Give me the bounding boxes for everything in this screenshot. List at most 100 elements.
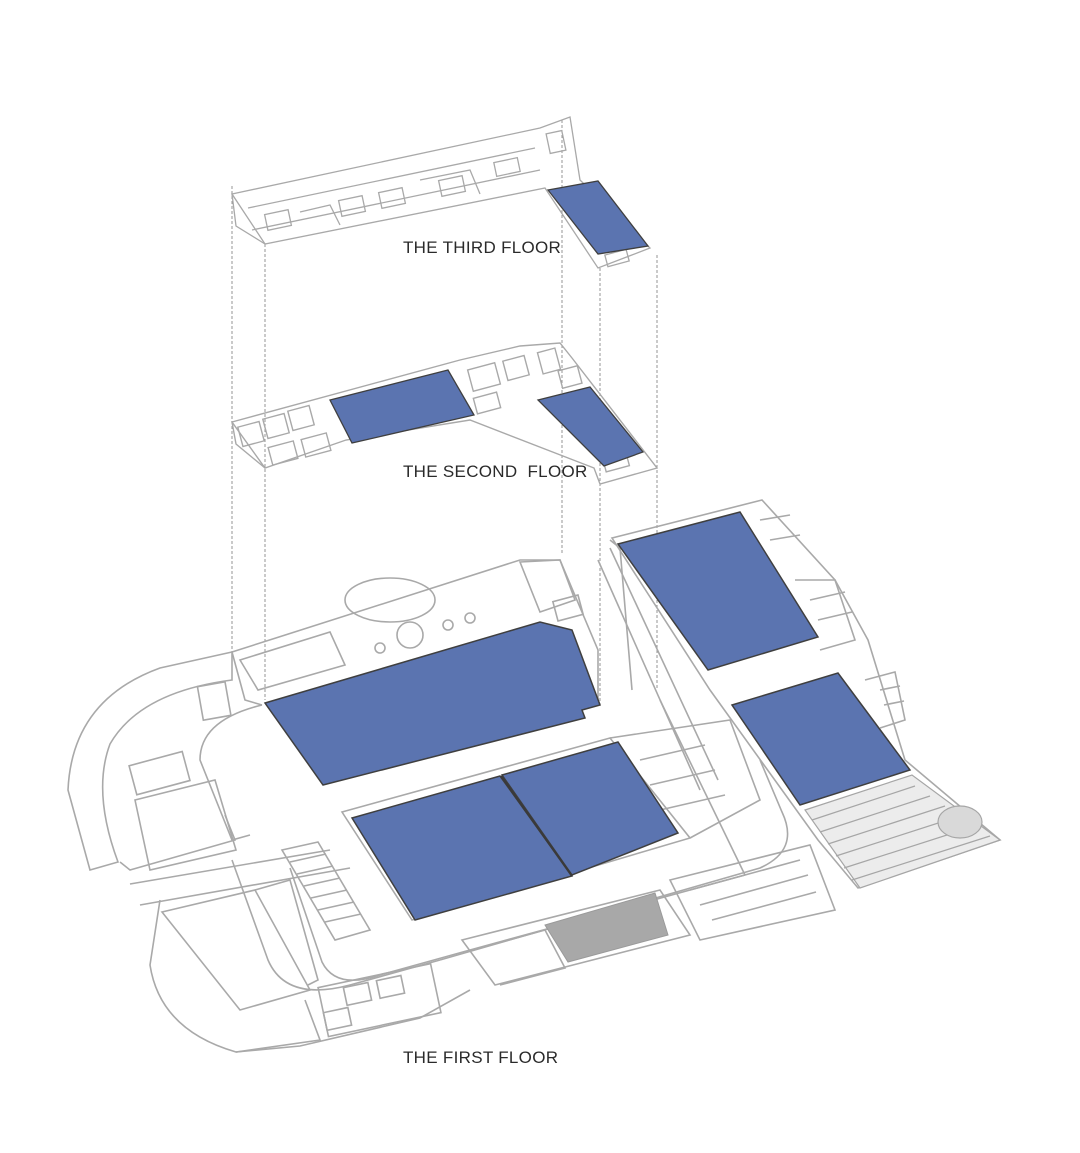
room xyxy=(437,174,467,198)
parking-stripes xyxy=(289,853,327,863)
highlight-zone xyxy=(730,672,912,806)
plan-block xyxy=(128,750,191,796)
second-floor-label: THE SECOND FLOOR xyxy=(403,462,588,481)
plan-block xyxy=(342,981,373,1007)
plan-block xyxy=(610,499,1002,889)
wall xyxy=(231,193,266,245)
room xyxy=(263,208,293,232)
road-edge xyxy=(129,849,331,885)
plan-block xyxy=(551,593,585,623)
plan-block xyxy=(649,769,716,786)
highlight-zone xyxy=(263,621,601,786)
road-edge xyxy=(597,559,701,791)
road-edge xyxy=(609,547,719,781)
second-floor-highlights xyxy=(329,369,645,467)
plan-block xyxy=(795,579,857,651)
hatch-line xyxy=(811,785,916,821)
plan-block xyxy=(317,962,442,1038)
ring-road xyxy=(199,704,263,841)
plan-block xyxy=(883,700,905,706)
plan-block xyxy=(809,591,846,601)
plan-block xyxy=(659,794,726,811)
room xyxy=(286,404,316,432)
room xyxy=(536,347,562,375)
highlight-dividers xyxy=(500,775,573,877)
room xyxy=(501,354,531,382)
plan-block xyxy=(711,891,817,921)
room xyxy=(261,412,291,440)
corridor xyxy=(247,147,536,209)
parking-stripes xyxy=(296,865,334,875)
second-floor-plan xyxy=(230,342,659,485)
parking-stripes xyxy=(317,901,355,911)
third-floor-label: THE THIRD FLOOR xyxy=(403,238,562,257)
plan-block xyxy=(769,534,801,541)
plan-block xyxy=(609,719,761,839)
plan-block xyxy=(699,874,809,906)
floor-outline xyxy=(230,342,659,485)
plan-block xyxy=(196,680,232,722)
site-outline xyxy=(67,651,233,871)
round-feature xyxy=(937,805,983,839)
room xyxy=(604,248,630,268)
plan-block xyxy=(375,974,406,1000)
plan-block xyxy=(518,559,577,614)
parking-stripes xyxy=(310,889,348,899)
ring-road xyxy=(439,759,789,961)
room xyxy=(236,420,266,448)
plan-block xyxy=(254,879,319,986)
room xyxy=(300,432,332,458)
parking-stripes xyxy=(280,841,372,941)
site-outline xyxy=(119,814,237,871)
hatch-line xyxy=(851,835,991,881)
parking-stripes xyxy=(303,877,341,887)
ring-road xyxy=(231,859,441,991)
room xyxy=(545,129,567,155)
plan-block xyxy=(689,859,801,891)
garden-hatch xyxy=(804,774,1002,889)
highlight-zone xyxy=(616,511,820,671)
third-floor-plan xyxy=(230,116,652,269)
round-feature xyxy=(396,621,424,649)
room xyxy=(466,361,502,393)
plan-block xyxy=(759,514,791,521)
highlight-zone xyxy=(329,369,476,444)
floor-outline xyxy=(230,116,652,269)
plan-block xyxy=(668,844,837,941)
plan-block xyxy=(864,671,906,729)
room xyxy=(337,194,367,218)
garden-area xyxy=(804,774,1002,889)
parking-stripes xyxy=(324,913,362,923)
first-floor-highlights xyxy=(263,511,912,921)
plan-block xyxy=(460,889,692,986)
room xyxy=(377,186,407,210)
site-outline xyxy=(149,899,322,1053)
paved-strip xyxy=(544,892,669,963)
room xyxy=(557,364,583,390)
divider-line xyxy=(500,775,573,877)
road-edge xyxy=(139,867,351,906)
plan-block xyxy=(639,744,706,761)
round-feature xyxy=(442,619,454,631)
room xyxy=(267,440,299,466)
plan-block xyxy=(817,611,853,621)
highlight-zone xyxy=(536,386,645,467)
plan-block xyxy=(879,685,901,691)
plan-block xyxy=(322,1006,353,1032)
rotunda xyxy=(344,577,436,623)
hatch-line xyxy=(819,795,931,833)
third-floor-highlights xyxy=(546,180,650,255)
plan-block xyxy=(238,631,347,691)
round-feature xyxy=(374,642,386,654)
round-feature xyxy=(464,612,476,624)
plan-block xyxy=(231,651,263,706)
corridor xyxy=(419,169,481,195)
room xyxy=(493,156,521,178)
first-floor-label: THE FIRST FLOOR xyxy=(403,1048,559,1067)
corridor xyxy=(251,169,541,231)
room xyxy=(472,391,502,415)
hatch-line xyxy=(827,805,946,845)
plan-block xyxy=(479,929,567,986)
